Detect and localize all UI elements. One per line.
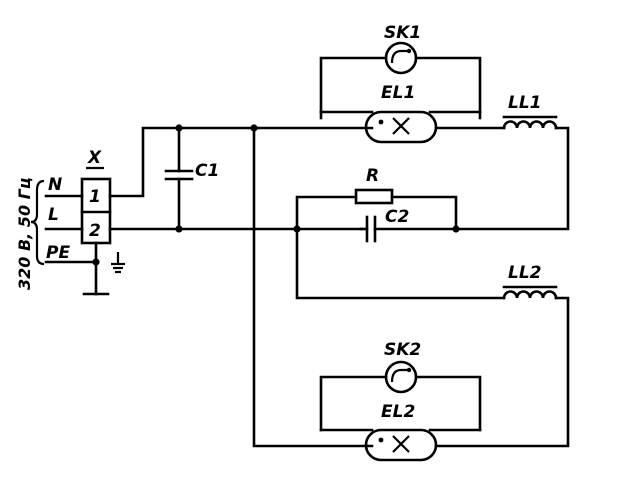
label-l: L: [48, 205, 59, 225]
lamp-el2-icon: [364, 428, 438, 462]
ground-icon: [111, 252, 125, 274]
starter-sk1-icon: [384, 41, 418, 75]
sk1-label: SK1: [384, 23, 421, 43]
ll1-label: LL1: [508, 93, 542, 113]
junction-n-left: [250, 124, 258, 132]
ll2-label: LL2: [508, 263, 542, 283]
voltage-label: 320 В, 50 Гц: [15, 177, 34, 290]
supply-voltage-label: 320 В, 50 Гц: [15, 177, 34, 290]
terminal-pin-2: 2: [89, 221, 101, 241]
c2-label: C2: [385, 207, 409, 227]
label-n: N: [48, 175, 62, 195]
el2-label: EL2: [381, 402, 415, 422]
wire-ll2-to-el2: [434, 296, 570, 448]
starter-sk2-icon: [384, 360, 418, 394]
terminal-pin-1: 1: [89, 187, 101, 207]
wire-ll1-return: [454, 126, 570, 231]
r-wire-right: [390, 195, 458, 231]
junction-c1-bottom: [175, 225, 183, 233]
junction-rc-right: [452, 225, 460, 233]
el1-label: EL1: [381, 83, 415, 103]
r-wire-left: [295, 195, 358, 231]
inductor-ll2-icon: [502, 290, 558, 300]
inductor-ll1-icon: [502, 120, 558, 130]
supply-brace: [30, 179, 45, 266]
label-pe: PE: [46, 243, 70, 263]
resistor-r-icon: [354, 188, 394, 205]
terminal-block-label: X: [87, 148, 102, 168]
pe-junction: [92, 258, 100, 266]
wire-n-down: [252, 126, 374, 448]
sk1-wire-right: [414, 56, 482, 114]
sk2-wire-right: [414, 375, 482, 432]
lamp-el1-icon: [364, 110, 438, 144]
sk1-wire-left: [319, 56, 388, 114]
r-label: R: [366, 166, 379, 186]
wire-l-to-ll2: [295, 227, 506, 300]
sk2-wire-left: [319, 375, 388, 432]
junction-c1-top: [175, 124, 183, 132]
wire-n-bus: [108, 126, 374, 198]
c1-label: C1: [195, 161, 219, 181]
sk2-label: SK2: [384, 340, 421, 360]
